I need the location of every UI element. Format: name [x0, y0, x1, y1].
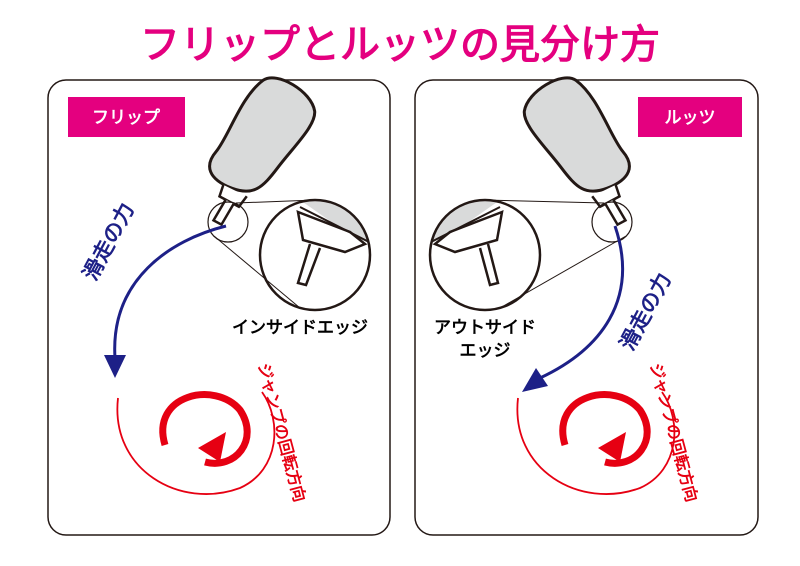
rotation-spiral	[116, 391, 276, 495]
gliding-force-arrow	[113, 224, 227, 359]
edge-label-inside: インサイドエッジ	[232, 318, 368, 338]
page-title: フリップとルッツの見分け方	[140, 22, 660, 68]
edge-label-outside-2: エッジ	[460, 341, 511, 361]
panel-lutz: ルッツ アウトサイド エッジ 滑走の力 ジャンプの回転方向	[414, 65, 759, 536]
panel-flip: フリップ インサイドエッジ 滑走の力 ジャンプの回転方向	[47, 65, 391, 536]
rotation-spiral	[516, 391, 676, 495]
arrowhead-icon	[104, 355, 126, 378]
label-box-lutz	[638, 97, 742, 137]
zoom-source-circle	[591, 201, 633, 243]
label-lutz: ルッツ	[665, 108, 716, 128]
arrowhead-icon	[522, 368, 548, 392]
label-flip: フリップ	[92, 107, 161, 128]
gliding-force-arrow	[539, 225, 625, 380]
label-box-flip	[68, 97, 185, 137]
zoom-source-circle	[207, 201, 249, 243]
edge-label-outside-1: アウトサイド	[434, 318, 536, 338]
